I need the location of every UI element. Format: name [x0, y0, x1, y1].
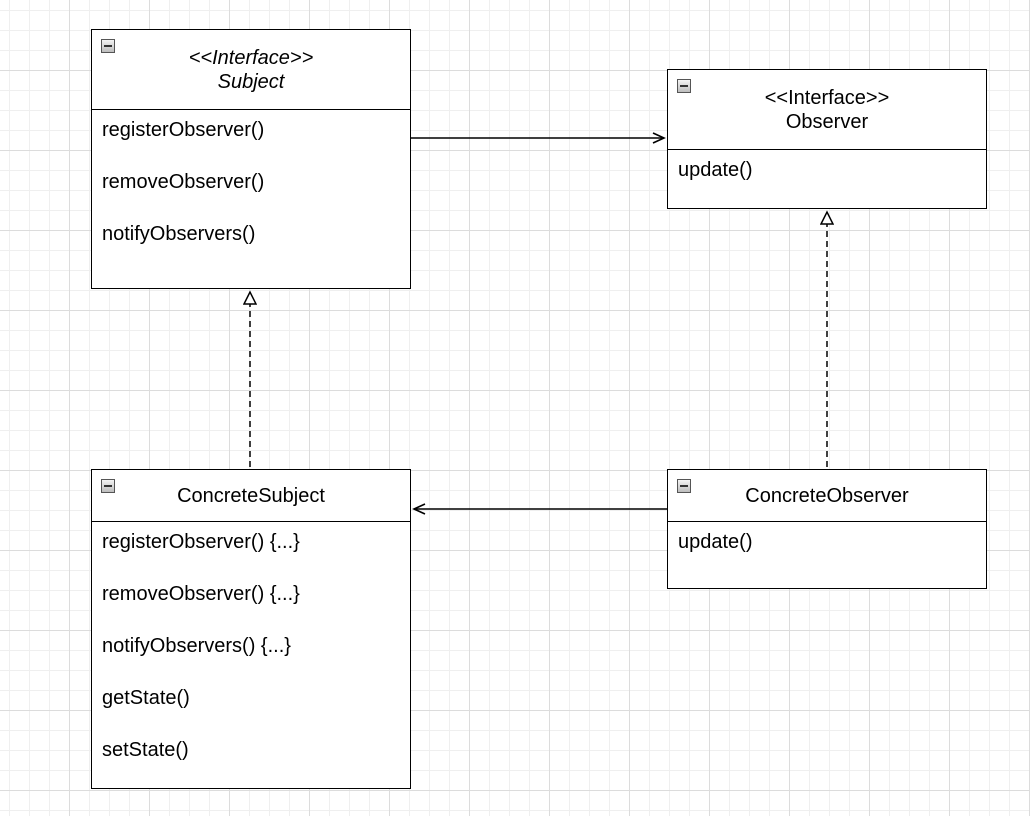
method-item[interactable]: update() — [678, 531, 753, 553]
method-item[interactable]: setState() — [102, 739, 189, 761]
method-item[interactable]: removeObserver() {...} — [102, 583, 300, 605]
concrete-subject-class[interactable]: ConcreteSubject registerObserver() {...}… — [91, 469, 411, 789]
collapse-icon[interactable] — [101, 39, 115, 53]
concrete-subject-class-name: ConcreteSubject — [177, 484, 325, 507]
concrete-observer-methods: update() — [668, 522, 986, 555]
collapse-icon[interactable] — [677, 79, 691, 93]
method-item[interactable]: registerObserver() — [102, 119, 265, 141]
method-item[interactable]: notifyObservers() — [102, 223, 256, 245]
concrete-subject-class-header[interactable]: ConcreteSubject — [92, 470, 410, 522]
subject-methods: registerObserver() removeObserver() noti… — [92, 110, 410, 247]
collapse-icon[interactable] — [677, 479, 691, 493]
concrete-observer-class-name: ConcreteObserver — [745, 484, 909, 507]
concrete-observer-class-header[interactable]: ConcreteObserver — [668, 470, 986, 522]
method-item[interactable]: update() — [678, 159, 753, 181]
observer-interface-class[interactable]: <<Interface>> Observer update() — [667, 69, 987, 209]
subject-stereotype: <<Interface>> — [188, 46, 314, 69]
method-item[interactable]: registerObserver() {...} — [102, 531, 300, 553]
method-item[interactable]: notifyObservers() {...} — [102, 635, 291, 657]
subject-class-header[interactable]: <<Interface>> Subject — [92, 30, 410, 110]
subject-interface-class[interactable]: <<Interface>> Subject registerObserver()… — [91, 29, 411, 289]
method-item[interactable]: removeObserver() — [102, 171, 265, 193]
observer-methods: update() — [668, 150, 986, 183]
concrete-observer-class[interactable]: ConcreteObserver update() — [667, 469, 987, 589]
method-item[interactable]: getState() — [102, 687, 190, 709]
collapse-icon[interactable] — [101, 479, 115, 493]
subject-class-name: Subject — [217, 70, 285, 93]
observer-stereotype: <<Interface>> — [764, 86, 890, 109]
observer-class-header[interactable]: <<Interface>> Observer — [668, 70, 986, 150]
observer-class-name: Observer — [785, 110, 869, 133]
concrete-subject-methods: registerObserver() {...} removeObserver(… — [92, 522, 410, 763]
